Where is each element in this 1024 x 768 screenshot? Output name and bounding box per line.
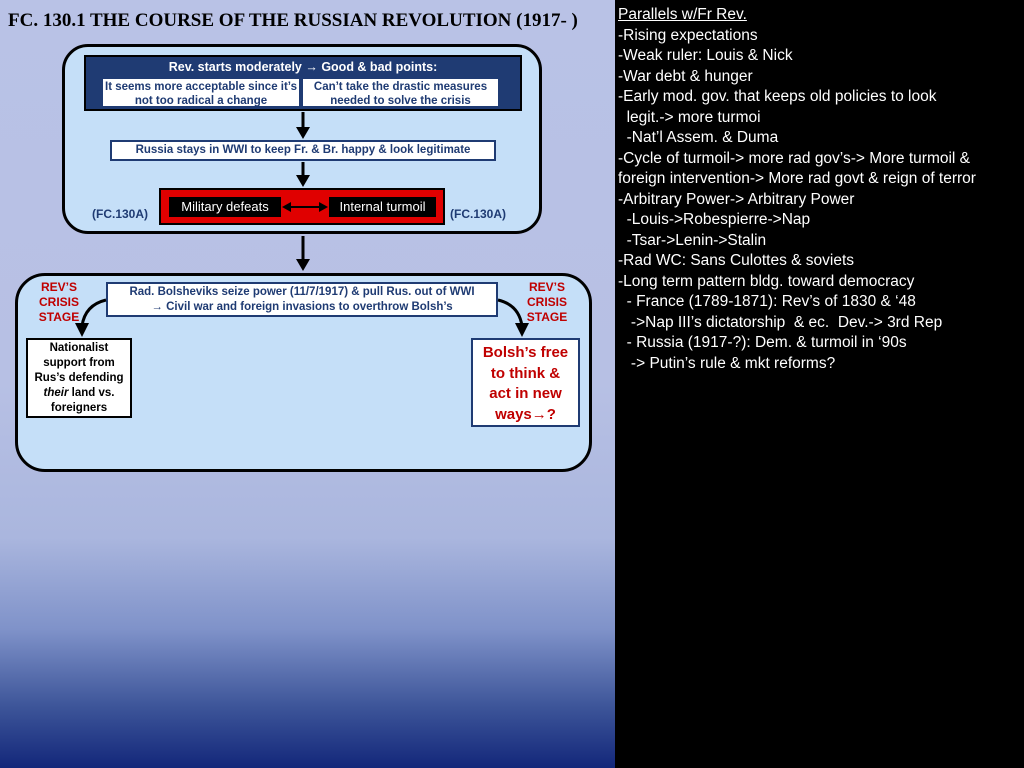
nationalist-line-4: their land vs. (43, 387, 115, 399)
arrow-to-wwi (296, 112, 310, 139)
good-bad-points-box: Rev. starts moderately → Good & bad poin… (84, 55, 522, 111)
crisis-stage-left: REV’S CRISIS STAGE (38, 280, 80, 324)
notes-line: -Tsar->Lenin->Stalin (618, 231, 767, 249)
arrow-to-defeats (296, 162, 310, 187)
notes-line: -Long term pattern bldg. toward democrac… (618, 272, 915, 290)
arrow-to-nationalist (75, 298, 107, 337)
notes-line: -Weak ruler: Louis & Nick (618, 47, 793, 64)
notes-line: -War debt & hunger (618, 67, 753, 85)
notes-line: -Rising expectations (618, 26, 758, 44)
slide-panel: FC. 130.1 THE COURSE OF THE RUSSIAN REVO… (0, 0, 615, 768)
arrow-to-bolsh-free (497, 298, 529, 337)
notes-line: ->Nap III’s dictatorship & ec. Dev.-> 3r… (618, 313, 943, 331)
fc130a-ref-right: (FC.130A) (450, 207, 507, 221)
slide-title: FC. 130.1 THE COURSE OF THE RUSSIAN REVO… (8, 10, 578, 31)
good-point-box: It seems more acceptable since it’s not … (101, 77, 301, 108)
notes-line: -Early mod. gov. that keeps old policies… (618, 88, 937, 105)
military-defeats-label: Military defeats (169, 197, 281, 217)
notes-line: foreign intervention-> More rad govt & r… (618, 170, 976, 187)
notes-line: -Louis->Robespierre->Nap (618, 211, 811, 228)
bolsheviks-seize-power-box: Rad. Bolsheviks seize power (11/7/1917) … (106, 282, 498, 317)
flow-arrows (75, 112, 529, 337)
arrow-to-crisis-panel (296, 236, 310, 271)
wwi-box: Russia stays in WWI to keep Fr. & Br. ha… (110, 140, 496, 161)
notes-panel: Parallels w/Fr Rev. -Rising expectations… (615, 0, 1024, 768)
good-bad-header: Rev. starts moderately → Good & bad poin… (168, 60, 438, 74)
fc130a-ref-left: (FC.130A) (92, 207, 149, 221)
bad-point-box: Can’t take the drastic measures needed t… (301, 77, 500, 108)
notes-line: -Cycle of turmoil-> more rad gov’s-> Mor… (618, 149, 971, 167)
notes-line: - France (1789-1871): Rev’s of 1830 & ‘4… (618, 293, 916, 310)
notes-line: - Russia (1917-?): Dem. & turmoil in ‘90… (618, 334, 907, 351)
notes-line: -> Putin’s rule & mkt reforms? (618, 354, 836, 372)
nationalist-support-box: Nationalist support from Rus’s defending… (26, 338, 132, 418)
notes-line: -Nat’l Assem. & Duma (618, 129, 779, 146)
bolsh-free-box: Bolsh’s free to think & act in new ways→… (471, 338, 580, 427)
notes-heading: Parallels w/Fr Rev. (618, 6, 747, 23)
notes-line: -Rad WC: Sans Culottes & soviets (618, 252, 855, 269)
internal-turmoil-label: Internal turmoil (329, 197, 436, 217)
notes-line: -Arbitrary Power-> Arbitrary Power (618, 190, 855, 208)
notes-line: legit.-> more turmoi (618, 108, 761, 126)
double-arrow-defeats-turmoil (282, 202, 328, 212)
crisis-stage-right: REV’S CRISIS STAGE (526, 280, 568, 324)
